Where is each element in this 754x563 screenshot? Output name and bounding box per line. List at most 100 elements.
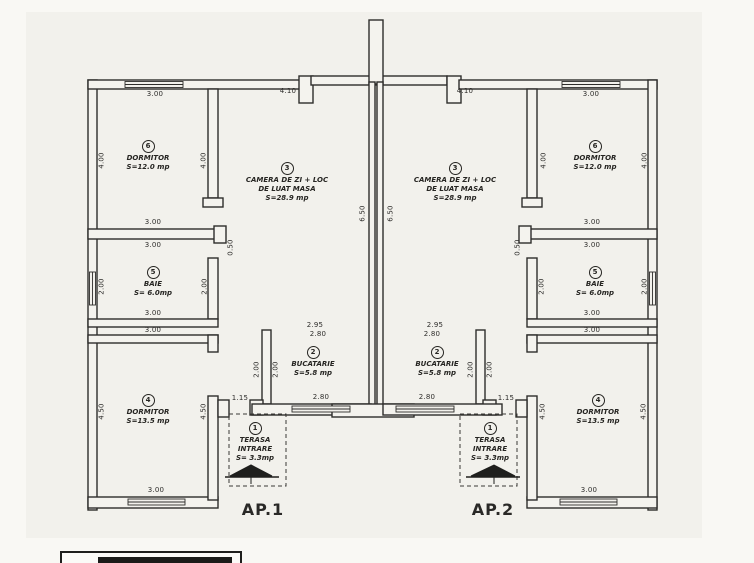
room-area: S=5.8 mp (417, 369, 457, 378)
room-label-terrace-right: 1 TERASA INTRARE S= 3.3mp (450, 422, 530, 463)
cross-cap-left (298, 75, 314, 104)
room-area: S= 3.3mp (235, 454, 275, 463)
room-number-badge: 4 (591, 394, 605, 407)
wall-bath-left-right (526, 257, 538, 320)
dim-label: 3.00 (144, 218, 162, 226)
room-number-badge: 6 (141, 140, 155, 153)
window-marker (559, 498, 618, 506)
terrace-outline-left (228, 413, 287, 487)
wall-top-right (458, 79, 658, 90)
room-label-bedroom-large-right: 4 DORMITOR S=13.5 mp (548, 394, 648, 426)
dim-label: 3.00 (583, 326, 601, 334)
room-number-badge: 6 (588, 140, 602, 153)
window-marker (124, 81, 184, 88)
dim-label: 0.50 (513, 239, 521, 256)
dim-label: 2.80 (312, 393, 330, 401)
wall-entry-jamb-left (217, 399, 230, 418)
room-label-bedroom-large-left: 4 DORMITOR S=13.5 mp (98, 394, 198, 426)
wall-divider-cap-left (213, 225, 227, 244)
wall-entry-jamb-right (515, 399, 528, 418)
dim-label: 4.10 (456, 87, 474, 95)
dim-label: 4.50 (199, 403, 207, 420)
room-name: INTRARE (237, 445, 273, 454)
dim-label: 4.00 (199, 152, 207, 169)
room-number-badge: 5 (146, 266, 160, 279)
apartment-2-caption: AP.2 (471, 500, 515, 519)
terraces (228, 413, 518, 487)
room-number-badge: 2 (430, 346, 444, 359)
dim-label: 3.00 (583, 218, 601, 226)
dim-label: 2.80 (423, 330, 441, 338)
room-name: BAIE (143, 280, 163, 288)
cross-stem (368, 19, 384, 85)
room-area: S=12.0 mp (573, 163, 617, 172)
windows (89, 81, 656, 506)
dim-label: 3.00 (582, 90, 600, 98)
dim-label: 0.50 (226, 239, 234, 256)
window-marker (89, 271, 96, 306)
room-number-badge: 1 (483, 422, 497, 435)
dim-label: 3.00 (144, 241, 162, 249)
dim-label: 6.50 (358, 205, 366, 222)
dim-label: 2.00 (485, 361, 493, 378)
wall-bedroom-large-left-a-right (526, 334, 538, 353)
room-name: BUCATARIE (291, 360, 335, 368)
dim-label: 3.00 (144, 309, 162, 317)
wall-divider-cap-right (518, 225, 532, 244)
room-area: S= 6.0mp (575, 289, 615, 298)
dim-label: 2.80 (309, 330, 327, 338)
room-name: BAIE (585, 280, 605, 288)
room-name: INTRARE (472, 445, 508, 454)
room-number-badge: 4 (141, 394, 155, 407)
room-name: DORMITOR (576, 408, 620, 416)
room-name: TERASA (474, 436, 506, 444)
dim-label: 6.50 (386, 205, 394, 222)
window-marker (127, 498, 186, 506)
wall-bedroom-large-right-a-left (207, 334, 219, 353)
room-area: S=28.9 mp (265, 194, 309, 203)
room-area: S= 6.0mp (133, 289, 173, 298)
room-label-living-right: 3 CAMERA DE ZI + LOC DE LUAT MASA S=28.9… (395, 162, 515, 203)
room-name: DE LUAT MASA (258, 185, 316, 194)
entrance-markers (225, 464, 520, 484)
room-label-kitchen-right: 2 BUCATARIE S=5.8 mp (389, 346, 485, 378)
room-name: DORMITOR (126, 408, 170, 416)
dim-label: 2.80 (418, 393, 436, 401)
room-name: DE LUAT MASA (426, 185, 484, 194)
dim-label: 3.00 (144, 326, 162, 334)
room-label-terrace-left: 1 TERASA INTRARE S= 3.3mp (215, 422, 295, 463)
dim-label: 4.50 (538, 403, 546, 420)
room-area: S=12.0 mp (126, 163, 170, 172)
wall-bedroom-large-top-left (87, 334, 219, 344)
window-marker (649, 271, 656, 306)
dim-label: 1.15 (497, 394, 515, 402)
wall-bath-bottom-right (526, 318, 658, 328)
wall-tcap-left (202, 197, 224, 208)
room-label-bedroom-small-right: 6 DORMITOR S=12.0 mp (545, 140, 645, 172)
wall-bedroom-large-right-b-left (207, 395, 219, 501)
room-number-badge: 3 (280, 162, 294, 175)
wall-bedroom-large-top-right (526, 334, 658, 344)
room-label-bedroom-small-left: 6 DORMITOR S=12.0 mp (98, 140, 198, 172)
room-label-living-left: 3 CAMERA DE ZI + LOC DE LUAT MASA S=28.9… (227, 162, 347, 203)
room-number-badge: 2 (306, 346, 320, 359)
room-area: S=13.5 mp (126, 417, 170, 426)
dim-label: 2.00 (252, 361, 260, 378)
wall-bath-right-left (207, 257, 219, 320)
window-marker (561, 81, 621, 88)
wall-bath-bottom-left (87, 318, 219, 328)
room-name: CAMERA DE ZI + LOC (413, 176, 497, 184)
room-label-kitchen-left: 2 BUCATARIE S=5.8 mp (265, 346, 361, 378)
window-marker (395, 405, 455, 413)
dim-label: 2.95 (306, 321, 324, 329)
wall-top-left (87, 79, 302, 90)
room-area: S=13.5 mp (576, 417, 620, 426)
room-number-badge: 3 (448, 162, 462, 175)
dim-label: 4.10 (279, 87, 297, 95)
room-name: DORMITOR (126, 154, 170, 162)
terrace-outline-right (459, 413, 518, 487)
room-label-bath-right: 5 BAIE S= 6.0mp (545, 266, 645, 298)
title-block-cropped (60, 551, 242, 563)
room-name: DORMITOR (573, 154, 617, 162)
